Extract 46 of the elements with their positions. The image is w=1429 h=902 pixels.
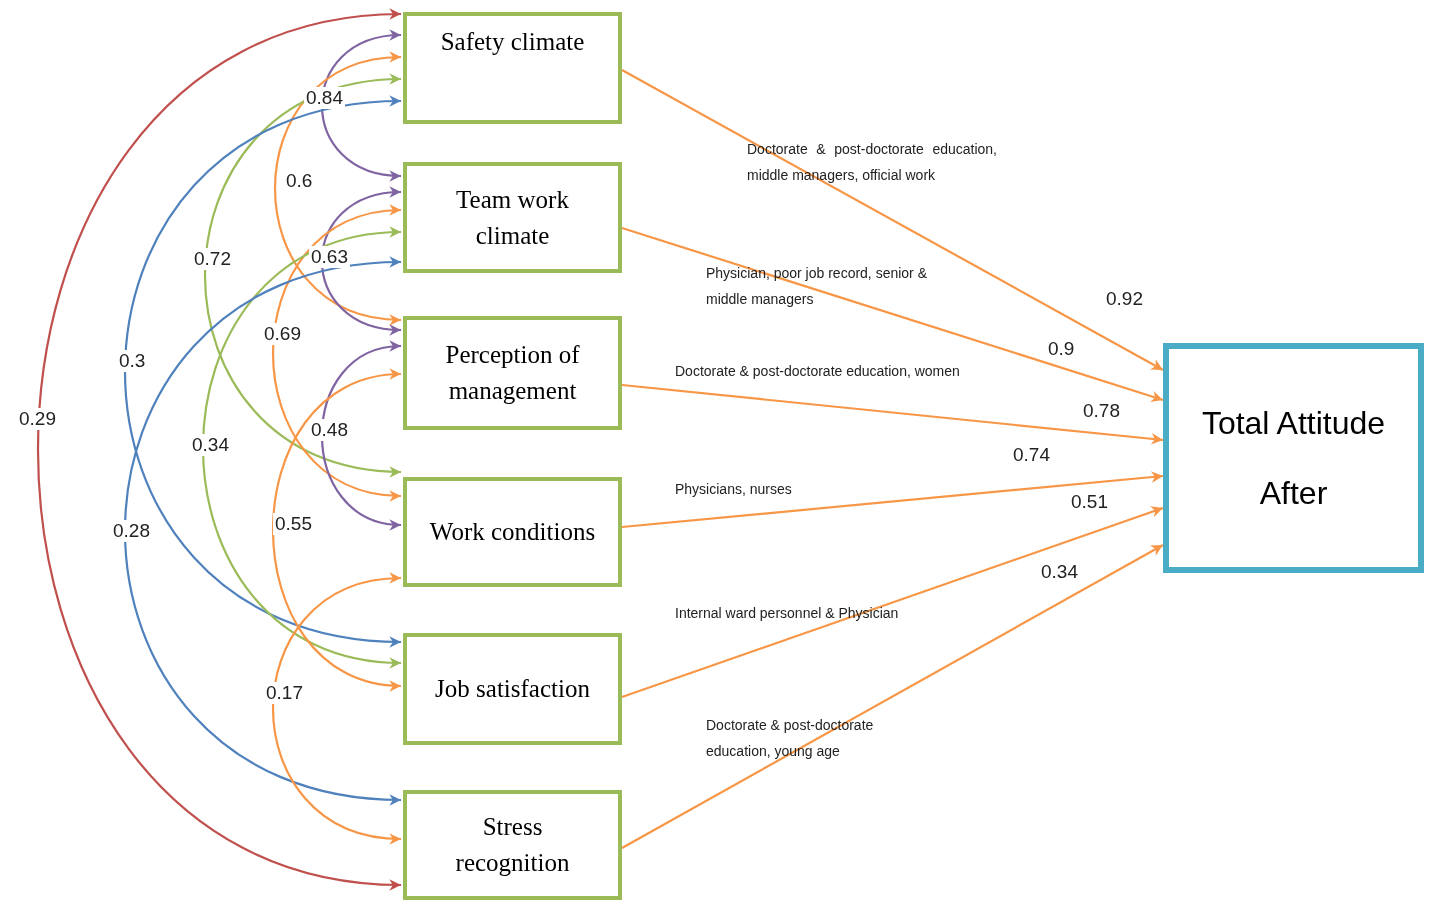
factor-box	[403, 316, 622, 430]
path-arrow	[621, 544, 1164, 849]
outcome-box	[1163, 343, 1424, 573]
correlation-arrow	[202, 227, 402, 668]
factor-box	[403, 633, 622, 745]
correlation-arrow	[321, 30, 402, 181]
correlation-arrow	[37, 10, 402, 889]
edge-label: 0.72	[192, 248, 233, 270]
edge-label: 0.28	[111, 520, 152, 542]
path-annotation: Physicians, nurses	[675, 480, 793, 499]
edge-label: 0.63	[309, 246, 350, 268]
box-label: Safety climate	[440, 27, 585, 57]
edge-label: 0.48	[309, 419, 350, 441]
box-label: Total Attitude After	[1200, 404, 1387, 513]
correlation-arrow	[124, 257, 402, 805]
correlation-arrow	[272, 573, 402, 844]
factor-box	[403, 162, 622, 273]
correlation-arrow	[204, 74, 402, 477]
path-annotation: Doctorate & post-doctorate education, women	[675, 362, 961, 381]
box-label: Stress recognition	[454, 812, 571, 878]
edge-label: 0.55	[273, 513, 314, 535]
edge-label: 0.84	[304, 87, 345, 109]
correlation-arrow	[272, 370, 402, 690]
path-arrow	[621, 383, 1164, 445]
factor-box	[403, 790, 622, 900]
edge-label: 0.17	[264, 682, 305, 704]
correlation-arrow	[321, 187, 402, 335]
path-arrow	[621, 69, 1164, 371]
box-label: Team work climate	[455, 184, 570, 251]
edge-label: 0.34	[190, 434, 231, 456]
correlation-arrow	[321, 341, 402, 530]
box-label: Perception of management	[444, 340, 581, 406]
factor-box	[403, 477, 622, 587]
edge-label: 0.69	[262, 323, 303, 345]
box-label: Work conditions	[429, 517, 596, 547]
correlation-arrow	[272, 205, 402, 501]
path-arrow	[621, 471, 1164, 529]
path-arrow	[621, 506, 1164, 699]
edge-label: 0.3	[117, 350, 148, 372]
correlation-arrow	[274, 52, 402, 325]
factor-box	[403, 12, 622, 124]
correlation-arrow	[124, 96, 402, 647]
path-arrow	[621, 226, 1164, 402]
path-annotation: Physician, poor job record, senior & middle managers	[706, 264, 928, 309]
edge-label: 0.29	[17, 408, 58, 430]
box-label: Job satisfaction	[435, 674, 590, 704]
